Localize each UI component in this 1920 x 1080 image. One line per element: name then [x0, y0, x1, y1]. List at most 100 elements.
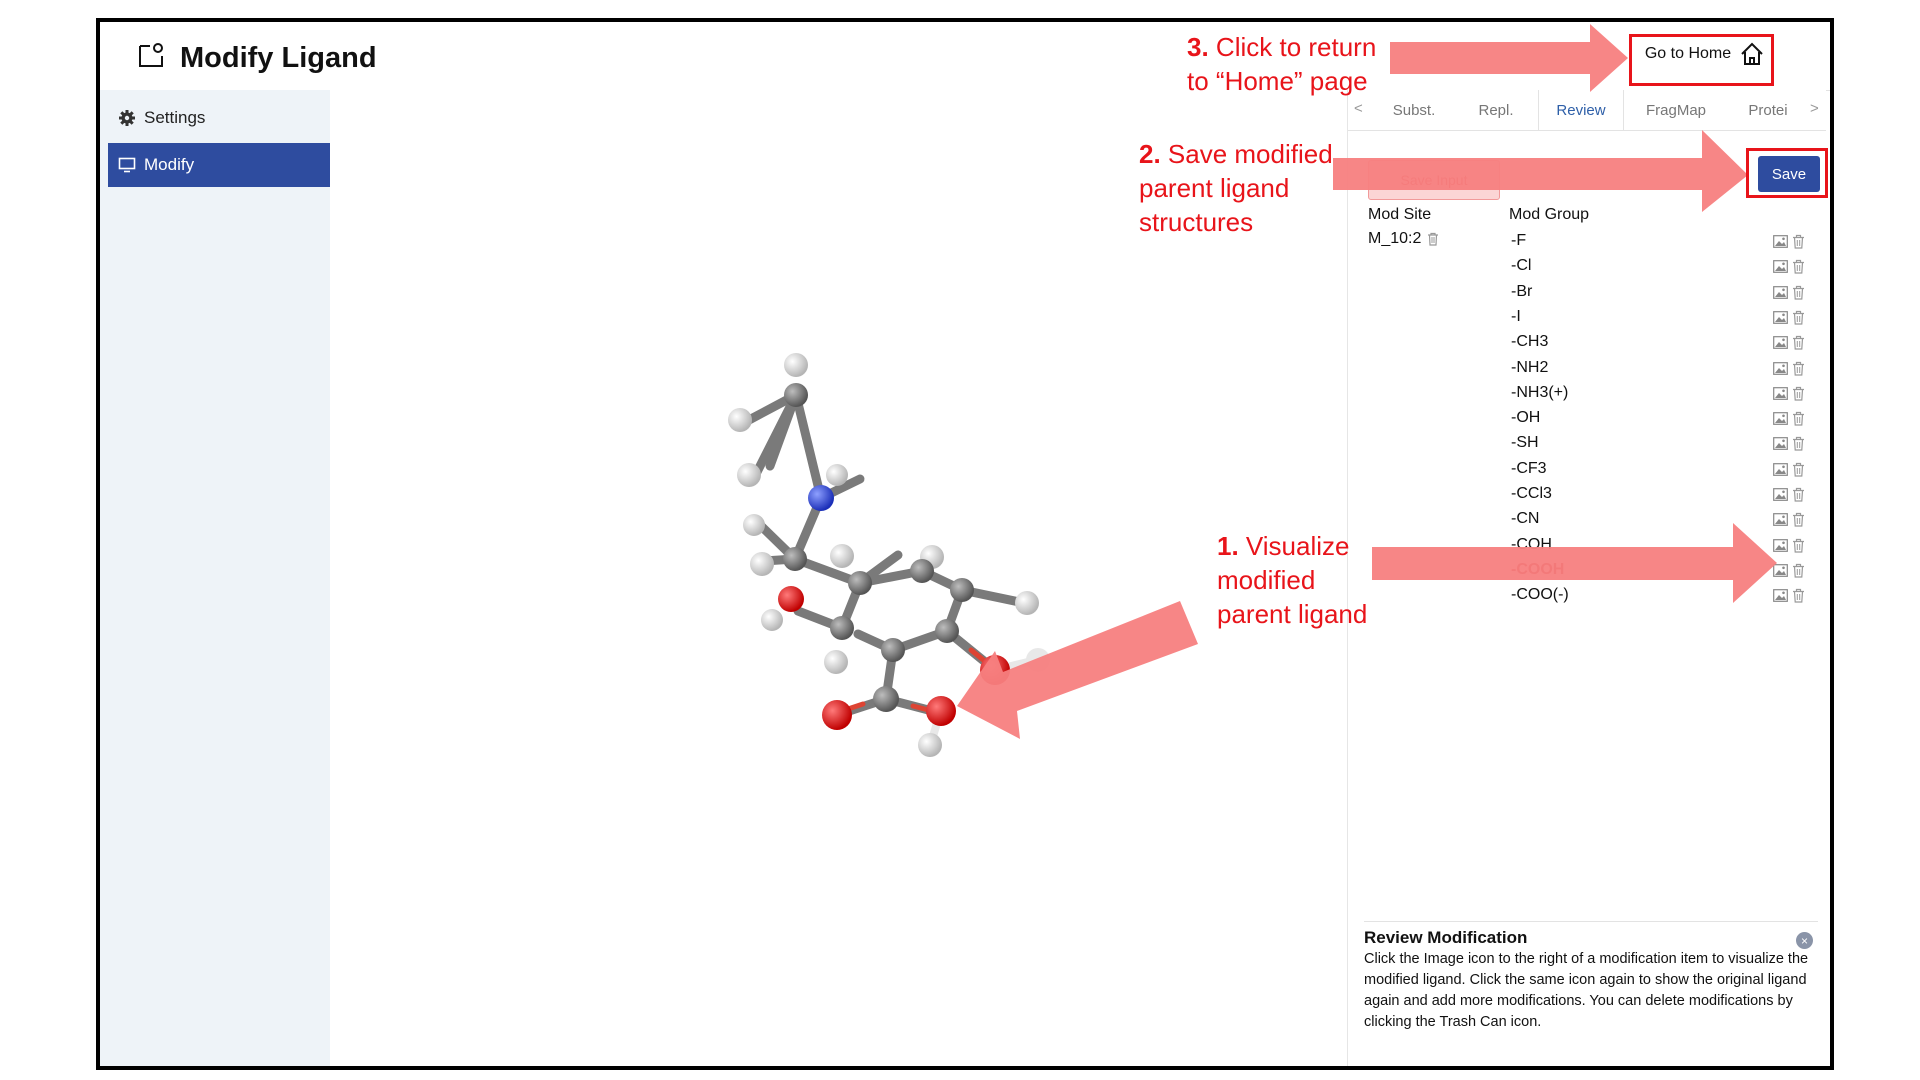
hydrogen-atom: [728, 408, 752, 432]
hydrogen-atom: [761, 609, 783, 631]
mod-group-row: -CH3: [1348, 333, 1826, 358]
right-panel: < Subst. Repl. Review FragMap Protei > S…: [1347, 90, 1826, 1066]
image-icon[interactable]: [1773, 361, 1788, 375]
bond: [791, 390, 826, 503]
mod-group-row: -F: [1348, 232, 1826, 257]
mod-site-label: M_10:2: [1368, 230, 1422, 247]
mod-group-row: -COH: [1348, 536, 1826, 561]
mod-group-label: -CN: [1511, 510, 1540, 528]
image-icon[interactable]: [1773, 310, 1788, 324]
go-to-home-button[interactable]: Go to Home: [1635, 36, 1775, 72]
trash-icon[interactable]: [1792, 285, 1805, 300]
image-icon[interactable]: [1773, 563, 1788, 577]
oxygen-atom: [980, 655, 1010, 685]
home-icon: [1741, 42, 1763, 65]
image-icon[interactable]: [1773, 386, 1788, 400]
carbon-atom: [784, 383, 808, 407]
mod-group-label: -CH3: [1511, 333, 1549, 351]
trash-icon[interactable]: [1792, 538, 1805, 553]
trash-icon[interactable]: [1792, 436, 1805, 451]
image-icon[interactable]: [1773, 260, 1788, 274]
image-icon[interactable]: [1773, 437, 1788, 451]
trash-icon[interactable]: [1792, 487, 1805, 502]
tab-scroll-right-icon[interactable]: >: [1810, 100, 1819, 117]
mod-group-row: -NH2: [1348, 359, 1826, 384]
trash-icon[interactable]: [1792, 335, 1805, 350]
mod-group-row: -CF3: [1348, 460, 1826, 485]
mod-group-label: -I: [1511, 307, 1521, 325]
trash-icon[interactable]: [1792, 361, 1805, 376]
ligand-3d-structure[interactable]: [330, 90, 1443, 1070]
oxygen-atom: [822, 700, 852, 730]
image-icon[interactable]: [1773, 488, 1788, 501]
sidebar: Settings Modify: [100, 90, 330, 1066]
mod-group-label: -F: [1511, 232, 1527, 249]
image-icon[interactable]: [1773, 235, 1788, 248]
tab-repl[interactable]: Repl.: [1478, 101, 1514, 119]
sidebar-item-modify[interactable]: Modify: [108, 143, 330, 187]
trash-icon[interactable]: [1792, 588, 1805, 603]
sidebar-item-settings[interactable]: Settings: [108, 96, 330, 140]
image-icon[interactable]: [1773, 513, 1788, 527]
image-icon[interactable]: [1773, 589, 1788, 603]
carbon-atom: [848, 571, 872, 595]
image-icon[interactable]: [1773, 462, 1788, 476]
app-window: Modify Ligand Go to Home Settings: [96, 18, 1834, 1070]
page-title: Modify Ligand: [180, 42, 377, 74]
trash-icon[interactable]: [1792, 462, 1805, 477]
trash-icon[interactable]: [1792, 234, 1805, 249]
image-icon[interactable]: [1773, 336, 1788, 350]
save-input-button[interactable]: Save Input: [1368, 160, 1500, 200]
tab-fragmap[interactable]: FragMap: [1645, 101, 1707, 119]
hydrogen-atom: [918, 733, 942, 757]
hydrogen-atom: [1026, 648, 1050, 672]
mod-group-label: -Cl: [1511, 257, 1532, 275]
image-icon[interactable]: [1773, 538, 1788, 552]
header: Modify Ligand Go to Home: [100, 22, 1830, 91]
tab-subst[interactable]: Subst.: [1392, 101, 1436, 119]
trash-icon[interactable]: [1792, 386, 1805, 401]
mod-group-label: -COO(-): [1511, 586, 1569, 604]
bond: [750, 390, 801, 481]
trash-icon[interactable]: [1792, 310, 1805, 325]
tab-protein[interactable]: Protei: [1748, 101, 1788, 119]
mod-group-row: -OH: [1348, 409, 1826, 434]
save-button[interactable]: Save: [1758, 156, 1820, 192]
mod-group-label: -NH2: [1511, 358, 1549, 376]
help-box: Review Modification Click the Image icon…: [1364, 921, 1818, 1033]
oxygen-atom: [926, 696, 956, 726]
trash-icon[interactable]: [1427, 232, 1439, 246]
trash-icon[interactable]: [1792, 512, 1805, 527]
trash-icon[interactable]: [1792, 563, 1805, 578]
mod-group-header: Mod Group: [1509, 206, 1590, 223]
mod-group-row: -Br: [1348, 283, 1826, 308]
mod-group-row: -CN: [1348, 510, 1826, 535]
image-icon[interactable]: [1773, 285, 1788, 299]
trash-icon[interactable]: [1792, 259, 1805, 274]
mod-group-label: -SH: [1511, 434, 1539, 452]
hydrogen-atom: [750, 552, 774, 576]
mod-group-label: -OH: [1511, 409, 1541, 427]
hydrogen-atom: [826, 464, 848, 486]
sidebar-item-label: Modify: [144, 155, 195, 174]
gear-icon: [119, 110, 135, 126]
sidebar-item-label: Settings: [144, 108, 206, 127]
tab-review[interactable]: Review: [1538, 90, 1624, 130]
hydrogen-atom: [743, 514, 765, 536]
home-button-label: Go to Home: [1644, 45, 1732, 62]
monitor-icon: [118, 157, 136, 173]
mod-group-row: -Cl: [1348, 257, 1826, 282]
molecule-viewer[interactable]: [330, 90, 1443, 1070]
hydrogen-atom: [737, 463, 761, 487]
help-text: Click the Image icon to the right of a m…: [1364, 951, 1809, 1030]
mod-group-label: -COOH: [1511, 560, 1565, 578]
mod-group-label: -CF3: [1511, 459, 1547, 477]
mod-group-label: -NH3(+): [1511, 383, 1569, 401]
mod-site-header: Mod Site: [1368, 206, 1432, 223]
trash-icon[interactable]: [1792, 411, 1805, 426]
image-icon[interactable]: [1773, 412, 1788, 425]
mod-group-row: -NH3(+): [1348, 384, 1826, 409]
mod-group-label: -CCl3: [1511, 485, 1552, 502]
close-circle-icon[interactable]: ×: [1796, 932, 1813, 949]
tab-scroll-left-icon[interactable]: <: [1354, 100, 1363, 117]
